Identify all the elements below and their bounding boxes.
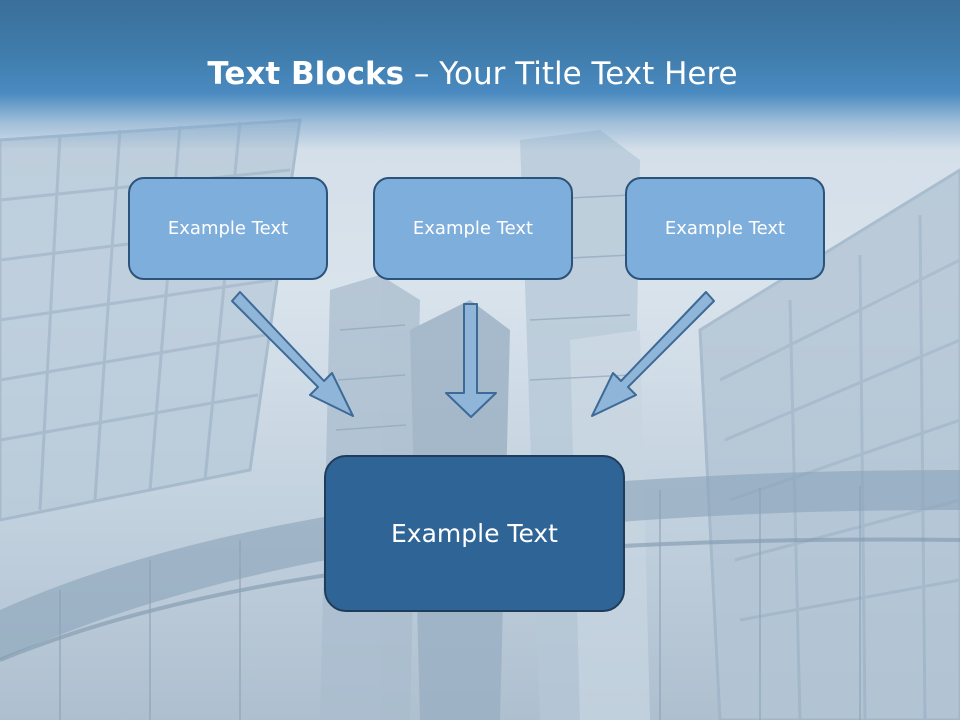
text-block-right[interactable]: Example Text bbox=[625, 177, 825, 280]
arrow-left bbox=[231, 291, 354, 417]
title-bold-part: Text Blocks bbox=[207, 56, 405, 92]
text-block-center[interactable]: Example Text bbox=[373, 177, 573, 280]
main-text-block[interactable]: Example Text bbox=[324, 455, 625, 612]
title-rest-part: – Your Title Text Here bbox=[404, 56, 738, 92]
text-block-left[interactable]: Example Text bbox=[128, 177, 328, 280]
arrow-right bbox=[591, 291, 715, 417]
slide-title[interactable]: Text Blocks – Your Title Text Here bbox=[0, 52, 945, 96]
title-banner bbox=[0, 0, 960, 150]
arrow-center bbox=[445, 303, 497, 418]
